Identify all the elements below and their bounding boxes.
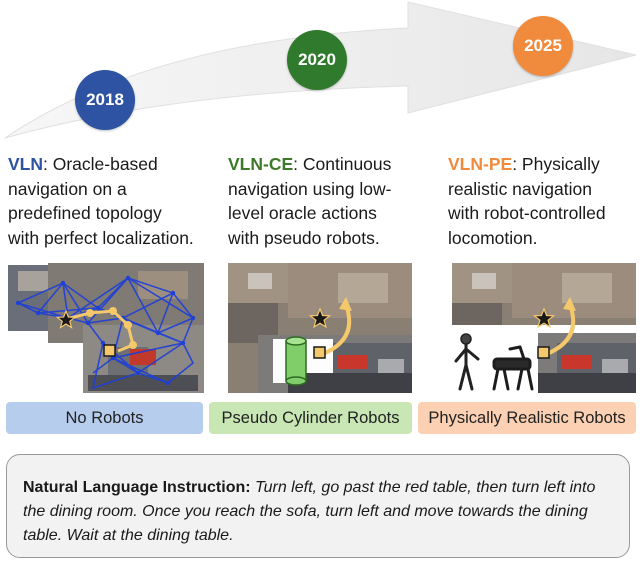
vlnpe-desc-line2: realistic navigation <box>448 178 592 199</box>
quadruped-robot-icon <box>492 345 534 391</box>
year-marker-2020: 2020 <box>287 30 347 90</box>
vlnpe-title: VLN-PE <box>448 154 513 174</box>
vln-title: VLN <box>8 154 43 174</box>
vlnce-title: VLN-CE <box>228 154 294 174</box>
instruction-title: Natural Language Instruction: <box>23 479 251 496</box>
vln-desc-line3: predefined topology <box>8 203 162 223</box>
instruction-box: Natural Language Instruction: Turn left,… <box>6 454 630 558</box>
vln-scene-image <box>8 263 204 393</box>
vlnce-scene-image <box>228 263 412 393</box>
vln-topology-graph <box>8 263 204 393</box>
vlnce-desc-line1: : Continuous <box>293 154 392 174</box>
vln-desc-line4: with perfect localization. <box>8 227 194 248</box>
goal-star-icon <box>532 307 556 329</box>
goal-star-icon <box>55 309 77 329</box>
label-no-robots: No Robots <box>6 402 203 434</box>
goal-star-icon <box>308 307 332 329</box>
start-square-icon <box>313 346 326 359</box>
vlnpe-desc-line3: with robot-controlled <box>448 203 606 223</box>
year-marker-2025: 2025 <box>513 16 573 76</box>
vlnce-description: VLN-CE: Continuous navigation using low-… <box>228 152 391 250</box>
start-square-icon <box>103 344 116 357</box>
vlnce-desc-line4: with pseudo robots. <box>228 227 380 248</box>
label-pseudo-cylinder-robots: Pseudo Cylinder Robots <box>209 402 412 434</box>
instruction-text: Turn left, go past the red table, then t… <box>23 479 596 544</box>
start-square-icon <box>537 346 550 359</box>
humanoid-robot-icon <box>454 333 480 391</box>
vln-description: VLN: Oracle-based navigation on a predef… <box>8 152 194 250</box>
vlnce-desc-line3: level oracle actions <box>228 203 377 223</box>
cylinder-robot-icon <box>285 336 307 386</box>
vlnpe-desc-line1: : Physically <box>512 154 600 174</box>
vlnce-desc-line2: navigation using low- <box>228 178 392 199</box>
vlnpe-desc-line4: locomotion. <box>448 227 538 248</box>
vln-desc-line1: : Oracle-based <box>43 154 158 174</box>
vlnpe-description: VLN-PE: Physically realistic navigation … <box>448 152 606 250</box>
vlnpe-scene-image <box>452 263 636 393</box>
vln-desc-line2: navigation on a <box>8 178 127 199</box>
label-physically-realistic-robots: Physically Realistic Robots <box>418 402 636 434</box>
year-marker-2018: 2018 <box>75 70 135 130</box>
